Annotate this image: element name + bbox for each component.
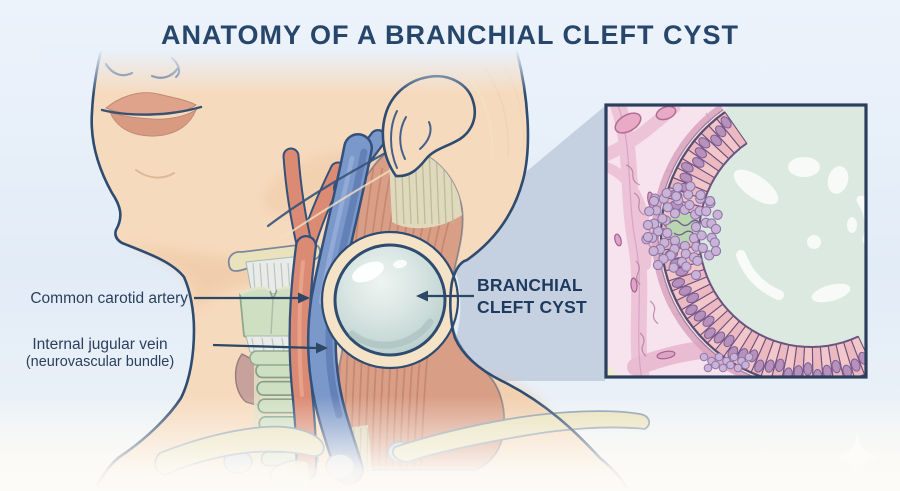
lymphoid-aggregate — [641, 181, 723, 281]
label-branchial-cleft-cyst: BRANCHIAL CLEFT CYST — [477, 275, 587, 317]
zoom-beam — [437, 106, 605, 381]
callout-arrows — [194, 290, 474, 354]
arrow-cyst — [416, 290, 474, 302]
vessels — [282, 129, 387, 485]
ear-icon — [381, 74, 477, 178]
inset-border — [604, 103, 868, 379]
sparkle-icon — [833, 433, 882, 482]
histology-inset — [604, 103, 868, 379]
page-title: ANATOMY OF A BRANCHIAL CLEFT CYST — [161, 20, 739, 50]
label-internal-jugular-vein: Internal jugular vein (neurovascular bun… — [25, 336, 175, 371]
small-cell-cluster — [699, 352, 754, 373]
arrow-jugular — [212, 342, 328, 354]
chin-crease — [135, 169, 175, 179]
lumen-highlights — [733, 157, 857, 303]
branchial-cleft-cyst — [320, 230, 460, 370]
arrow-carotid — [194, 292, 310, 304]
label-common-carotid-artery: Common carotid artery — [30, 290, 188, 307]
lumen-highlights-arcs — [736, 195, 866, 300]
jaw-and-ear — [266, 61, 525, 239]
